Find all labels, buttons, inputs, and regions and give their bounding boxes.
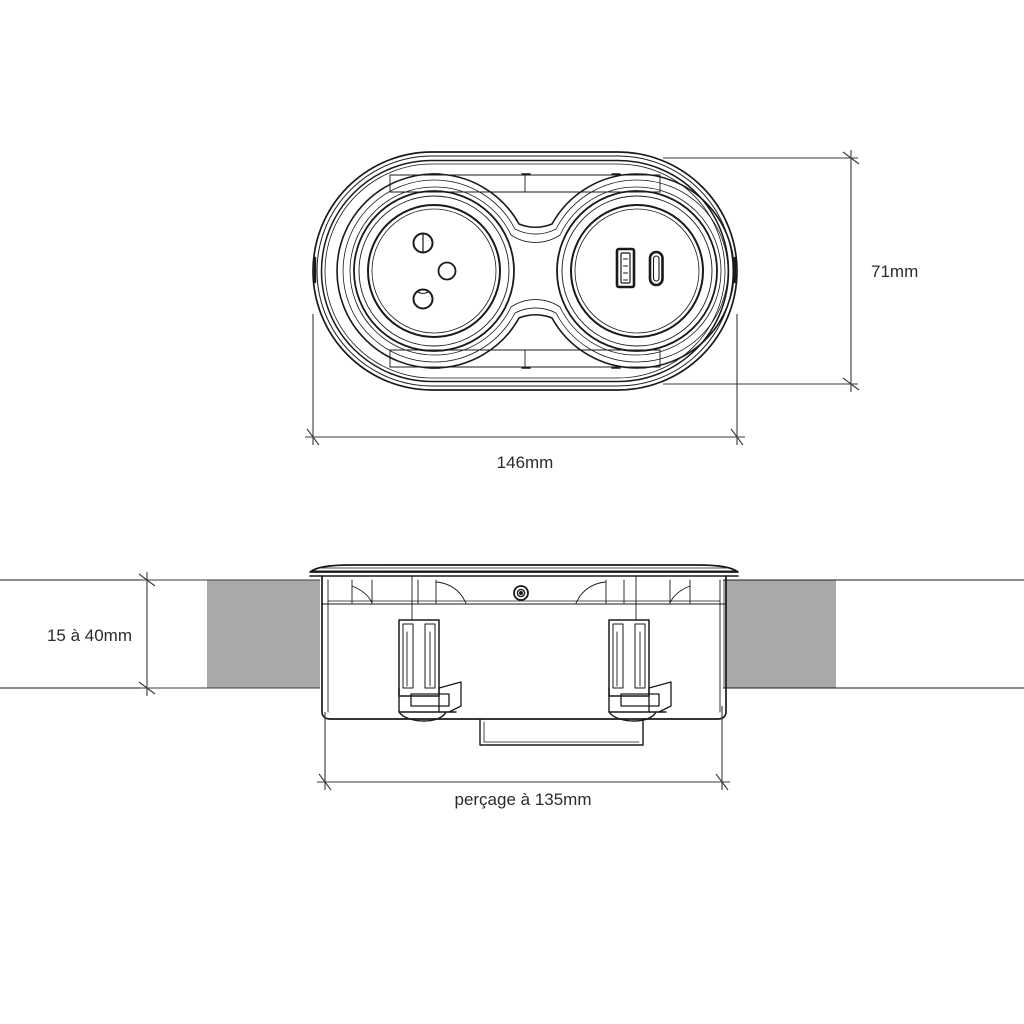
centre-screw-icon bbox=[513, 585, 529, 601]
faceplate-inner-band bbox=[389, 174, 661, 368]
faceplate-outer-outline bbox=[312, 151, 738, 391]
cable-exit-box bbox=[479, 718, 644, 746]
dimension-thickness bbox=[138, 572, 320, 696]
dimension-width-146mm bbox=[305, 314, 745, 446]
clamp-left[interactable] bbox=[398, 575, 462, 722]
usb-c-icon bbox=[648, 250, 664, 287]
dimension-label-height: 71mm bbox=[871, 262, 918, 281]
dimension-cutout bbox=[317, 706, 730, 791]
earth-pin-hole bbox=[437, 261, 457, 281]
dimension-label-thickness: 15 à 40mm bbox=[47, 626, 132, 645]
worktop-material bbox=[207, 580, 836, 688]
dimension-height-71mm bbox=[663, 150, 860, 392]
worktop-edges bbox=[0, 579, 1024, 689]
right-socket-usb-module[interactable] bbox=[556, 190, 718, 352]
top-view-dimensions bbox=[305, 150, 860, 446]
dimension-label-cutout: perçage à 135mm bbox=[454, 790, 591, 809]
unit-flange bbox=[309, 564, 739, 577]
unit-internal-ribs bbox=[351, 579, 691, 604]
socket-pin-holes bbox=[412, 232, 434, 310]
dimension-label-width: 146mm bbox=[497, 453, 554, 472]
usb-a-icon bbox=[615, 247, 636, 289]
unit-body bbox=[321, 575, 727, 720]
section-view-dimensions bbox=[138, 572, 730, 791]
faceplate-notches bbox=[313, 173, 737, 369]
section-view bbox=[309, 564, 739, 746]
socket-recess-outline bbox=[336, 173, 735, 369]
clamp-right[interactable] bbox=[608, 575, 672, 722]
top-view bbox=[312, 151, 738, 391]
left-socket[interactable] bbox=[353, 190, 515, 352]
